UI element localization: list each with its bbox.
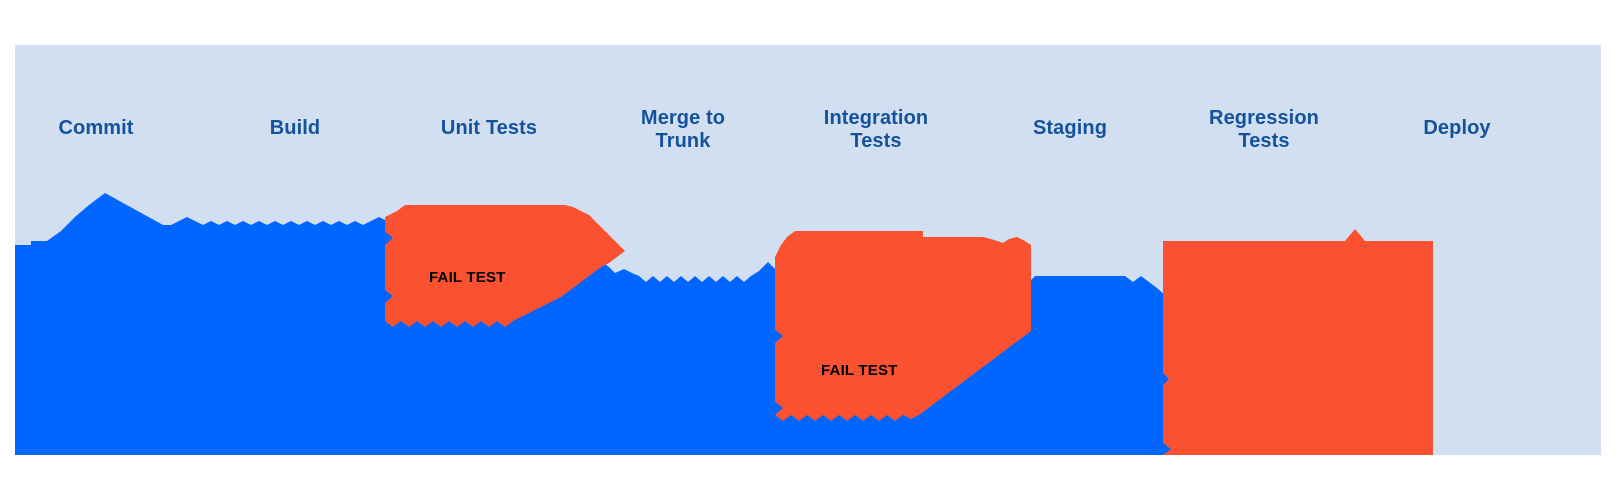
pipeline-flow-graphic bbox=[15, 193, 1433, 455]
fail-flow-regression-tests bbox=[1163, 229, 1433, 455]
fail-flow-unit-tests bbox=[385, 205, 625, 327]
pass-flow-stream bbox=[15, 193, 1433, 455]
fail-test-label: FAIL TEST bbox=[429, 269, 506, 286]
fail-test-label: FAIL TEST bbox=[821, 362, 898, 379]
fail-flow-integration-tests bbox=[775, 231, 1031, 421]
